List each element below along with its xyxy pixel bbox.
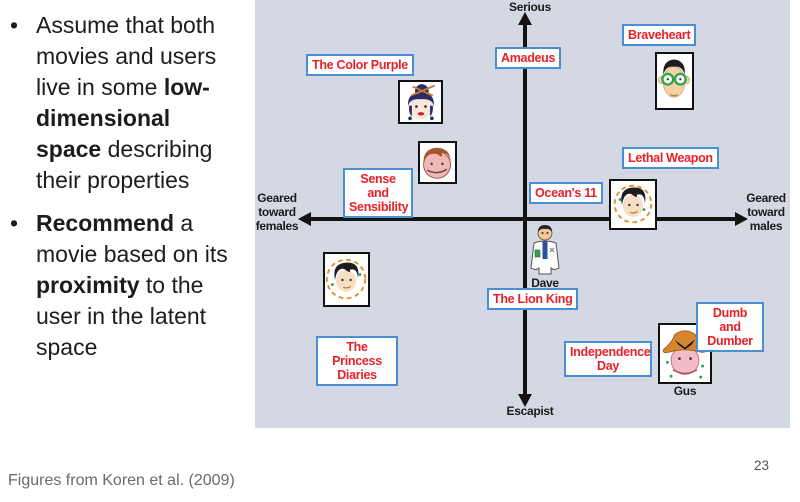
movie-label-the-princess-diaries: The Princess Diaries [316,336,398,386]
x-axis-arrow-right-icon [735,212,748,226]
movie-label-braveheart: Braveheart [622,24,697,46]
dave-figure-icon [527,224,563,277]
movie-label-the-color-purple: The Color Purple [306,54,414,76]
latent-space-diagram: Serious Escapist Geared toward females G… [255,0,790,428]
bullet-item: • Assume that both movies and users live… [10,10,248,196]
citation: Figures from Koren et al. (2009) [8,472,235,489]
gus-label: Gus [673,384,697,398]
axis-label-geared-toward-males: Geared toward males [746,191,786,233]
bullet-marker: • [10,210,19,236]
y-axis-arrow-up-icon [518,12,532,25]
bullet-marker: • [10,12,19,38]
movie-label-lethal-weapon: Lethal Weapon [622,147,719,169]
movie-label-sense-and-sensibility: Sense and Sensibility [343,168,413,218]
page-number: 23 [753,458,769,473]
bullet-text: Assume that both movies and users live i… [36,12,217,193]
face-lethal-weapon-boy-icon [609,179,657,230]
bullet-list: • Assume that both movies and users live… [10,10,248,375]
bullet-text: Recommend a movie based on its proximity… [36,210,228,360]
movie-label-independence-day: Independence Day [564,341,652,377]
dave-label: Dave [531,276,559,290]
movie-label-dumb-and-dumber: Dumb and Dumber [696,302,764,352]
axis-label-escapist: Escapist [506,404,554,418]
movie-label-amadeus: Amadeus [495,47,562,69]
x-axis-arrow-left-icon [298,212,311,226]
face-sense-sensibility-woman-icon [418,141,457,184]
y-axis-arrow-down-icon [518,394,532,407]
axis-label-geared-toward-females: Geared toward females [255,191,299,233]
y-axis [523,22,527,396]
movie-label-the-lion-king: The Lion King [487,288,579,310]
face-color-purple-woman-icon [398,80,443,124]
face-braveheart-man-icon [655,52,694,110]
axis-label-serious: Serious [509,0,551,14]
movie-label-oceans-11: Ocean's 11 [529,182,603,204]
bullet-item: • Recommend a movie based on its proximi… [10,208,248,363]
x-axis [309,217,737,221]
face-princess-diaries-boy-icon [323,252,370,307]
face-gus-cowboy-icon [658,323,712,384]
